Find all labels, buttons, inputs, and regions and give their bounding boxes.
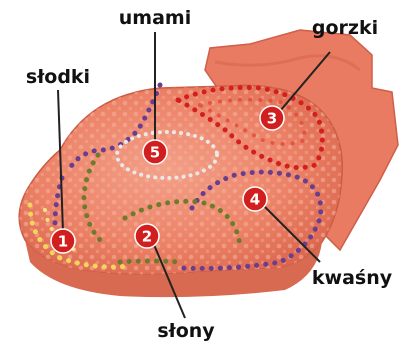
marker-3-number: 3 (267, 110, 277, 128)
label-gorzki: gorzki (312, 17, 378, 39)
marker-1-number: 1 (58, 233, 68, 251)
label-kwasny: kwaśny (312, 267, 393, 289)
marker-5-number: 5 (150, 144, 160, 162)
marker-4-number: 4 (250, 191, 260, 209)
label-slony: słony (157, 320, 215, 342)
marker-3: 3 (260, 106, 284, 130)
label-slodki: słodki (26, 66, 90, 88)
marker-5: 5 (143, 140, 167, 164)
label-umami: umami (119, 7, 191, 29)
marker-2: 2 (135, 224, 159, 248)
marker-2-number: 2 (142, 228, 152, 246)
marker-4: 4 (243, 187, 267, 211)
marker-1: 1 (51, 229, 75, 253)
